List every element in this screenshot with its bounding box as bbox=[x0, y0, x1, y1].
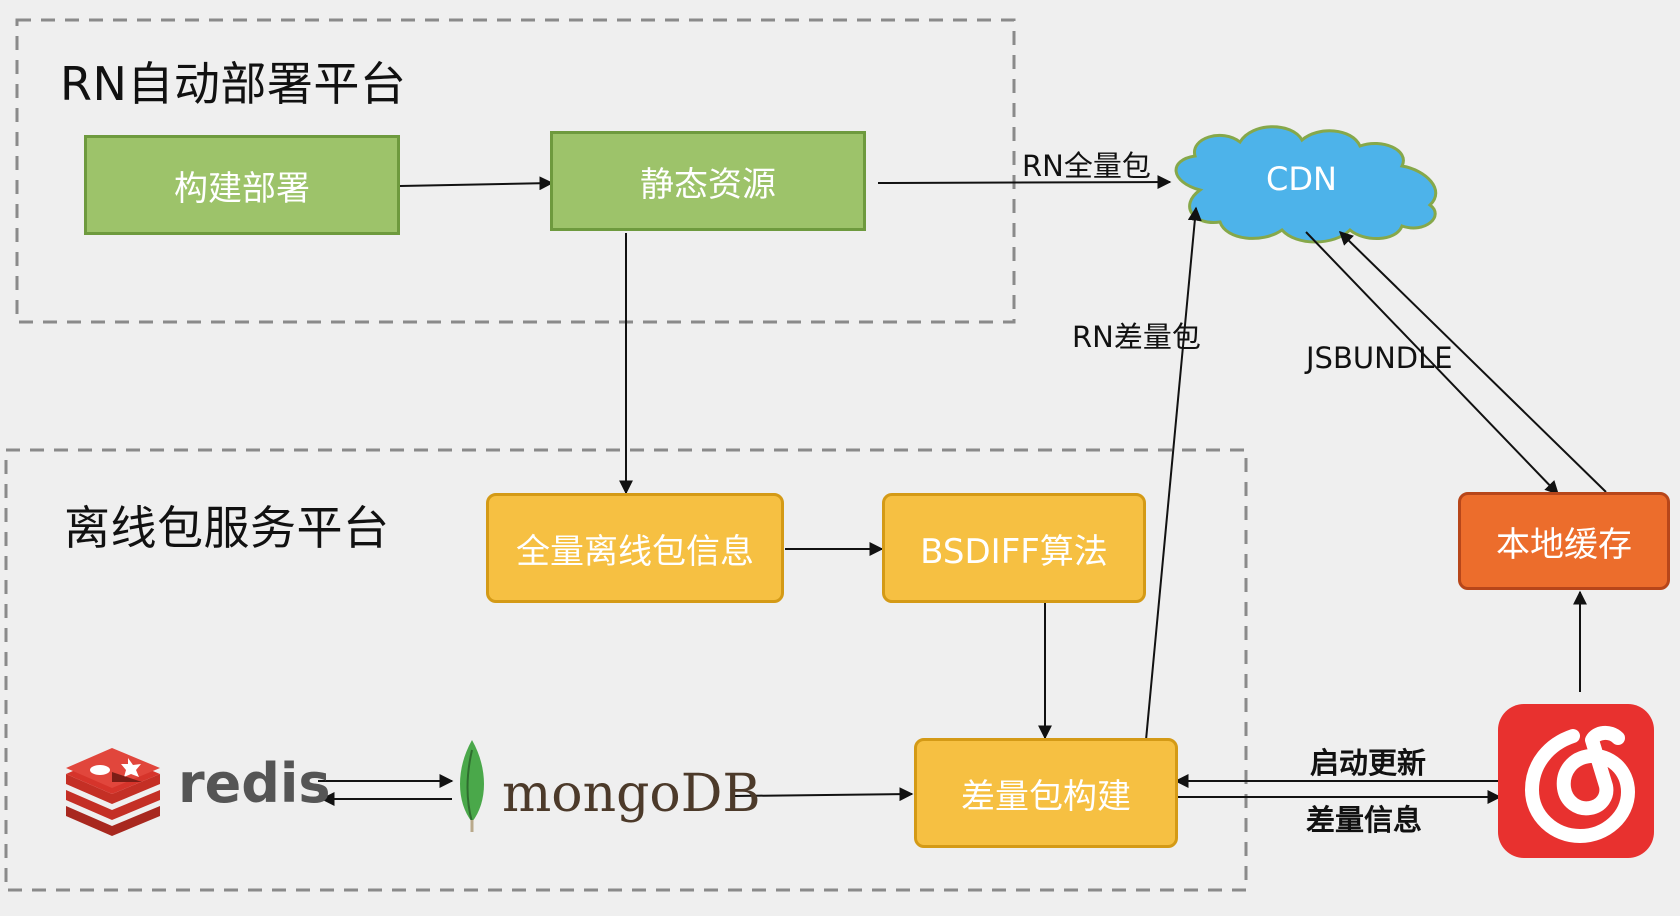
netease-cloud-music-icon[interactable] bbox=[1498, 704, 1654, 858]
launch-update-label: 启动更新 bbox=[1310, 746, 1427, 780]
bsdiff-node[interactable]: BSDIFF算法 bbox=[882, 493, 1146, 603]
arrow-build-to-static bbox=[399, 176, 554, 191]
arrow-localcache-to-cdn bbox=[1338, 231, 1607, 493]
mongodb-wordmark: mongoDB bbox=[502, 764, 761, 824]
rn-full-package-label: RN全量包 bbox=[1022, 149, 1151, 183]
arrow-mongo-to-diffbuild bbox=[734, 787, 914, 802]
deploy-platform-title: RN自动部署平台 bbox=[60, 57, 407, 111]
diff-info-label: 差量信息 bbox=[1306, 803, 1423, 837]
arrow-diffbuild-to-cdn bbox=[1145, 206, 1202, 741]
jsbundle-label: JSBUNDLE bbox=[1306, 341, 1453, 375]
offline-platform-title: 离线包服务平台 bbox=[64, 501, 390, 555]
full-package-info-node[interactable]: 全量离线包信息 bbox=[486, 493, 784, 603]
local-cache-node[interactable]: 本地缓存 bbox=[1458, 492, 1670, 590]
static-resources-node[interactable]: 静态资源 bbox=[550, 131, 866, 231]
redis-wordmark: redis bbox=[178, 752, 331, 815]
arrow-cdn-to-localcache bbox=[1305, 231, 1559, 496]
diff-build-node[interactable]: 差量包构建 bbox=[914, 738, 1178, 848]
cdn-label: CDN bbox=[1266, 160, 1337, 198]
cdn-cloud-icon bbox=[1174, 125, 1438, 244]
redis-logo-icon bbox=[66, 748, 160, 836]
mongodb-leaf-icon bbox=[460, 740, 484, 832]
build-deploy-node[interactable]: 构建部署 bbox=[84, 135, 400, 235]
rn-diff-package-label: RN差量包 bbox=[1072, 320, 1201, 354]
arrow-static-to-cdn bbox=[877, 175, 1172, 190]
